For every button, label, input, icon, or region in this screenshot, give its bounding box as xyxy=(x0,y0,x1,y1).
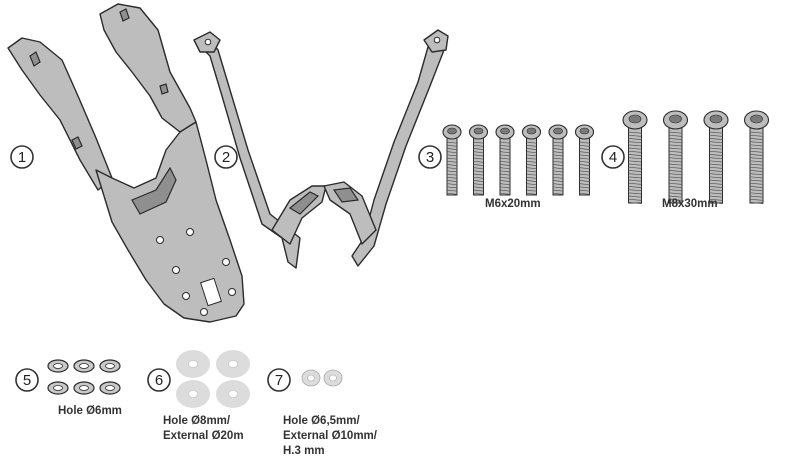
plate-hole xyxy=(228,288,236,296)
part-3-label: M6x20mm xyxy=(485,198,541,210)
part-6-label-line: External Ø20m xyxy=(163,430,244,442)
part-6-label: Hole Ø8mm/ External Ø20m xyxy=(163,414,244,444)
bracket-left-hole xyxy=(204,38,212,46)
plate-hole xyxy=(186,228,194,236)
flat-washer xyxy=(216,380,250,408)
part-5-washers-group xyxy=(47,359,121,395)
plate-left-arm-slot-lower xyxy=(71,136,83,150)
split-washer xyxy=(99,359,121,373)
m6x20-bolt xyxy=(574,124,595,196)
part-number-text: 1 xyxy=(18,149,26,166)
part-number-text: 2 xyxy=(222,149,230,166)
spacer xyxy=(301,369,321,387)
plate-right-arm xyxy=(99,3,197,133)
plate-right-arm-slot xyxy=(119,8,130,22)
plate-hole xyxy=(172,266,180,274)
split-washer xyxy=(47,359,69,373)
plate-hole xyxy=(222,258,230,266)
part-number-text: 7 xyxy=(275,372,283,389)
part-number-badge-3: 3 xyxy=(418,145,442,169)
m6x20-bolt xyxy=(495,124,515,196)
plate-left-arm-slot xyxy=(29,51,41,67)
part-7-label: Hole Ø6,5mm/ External Ø10mm/ H.3 mm xyxy=(283,414,377,459)
bracket-left-wing-face xyxy=(288,191,320,215)
flat-washer xyxy=(176,380,210,408)
plate-hole xyxy=(200,308,208,316)
flat-washer xyxy=(216,350,250,378)
split-washer xyxy=(73,359,95,373)
part-number-badge-4: 4 xyxy=(601,145,625,169)
m8x30-bolt xyxy=(743,110,770,204)
m6x20-bolt xyxy=(442,124,462,196)
part-6-label-line: Hole Ø8mm/ xyxy=(163,415,231,427)
plate-center-cutout xyxy=(131,166,177,215)
part-1-mounting-plate xyxy=(7,3,245,323)
split-washer xyxy=(47,381,69,395)
part-7-spacers-group xyxy=(301,369,343,387)
m6x20-bolt xyxy=(548,124,568,196)
part-number-badge-2: 2 xyxy=(214,145,238,169)
bracket-right-wing xyxy=(323,181,377,245)
part-number-badge-6: 6 xyxy=(147,368,171,392)
part-number-text: 5 xyxy=(23,372,31,389)
part-2-v-bracket xyxy=(193,29,449,269)
part-5-label-line: Hole Ø6mm xyxy=(58,405,122,417)
part-3-bolts-group xyxy=(442,124,595,196)
spacer xyxy=(323,369,343,387)
m8x30-bolt xyxy=(622,110,648,204)
bracket-left-wing xyxy=(271,185,327,245)
bracket-left-tube xyxy=(197,37,301,269)
part-7-label-line: External Ø10mm/ xyxy=(283,430,377,442)
bracket-right-hole xyxy=(433,36,441,44)
m8x30-bolt xyxy=(703,110,729,204)
part-5-label: Hole Ø6mm xyxy=(58,404,122,419)
flat-washer xyxy=(176,350,210,378)
m6x20-bolt xyxy=(521,124,542,196)
part-number-text: 3 xyxy=(426,149,434,166)
part-number-badge-1: 1 xyxy=(10,145,34,169)
bracket-right-wing-face xyxy=(332,187,360,203)
plate-slot xyxy=(200,277,222,307)
part-6-washers-group xyxy=(176,350,250,408)
plate-body xyxy=(95,121,245,323)
part-number-text: 6 xyxy=(155,372,163,389)
plate-right-arm-slot-lower xyxy=(159,83,169,95)
part-number-badge-7: 7 xyxy=(267,368,291,392)
split-washer xyxy=(73,381,95,395)
part-4-label: M8x30mm xyxy=(662,198,718,210)
plate-hole xyxy=(156,236,164,244)
m6x20-bolt xyxy=(468,124,489,196)
part-number-text: 4 xyxy=(609,149,617,166)
split-washer xyxy=(99,381,121,395)
m8x30-bolt xyxy=(662,110,689,204)
part-7-label-line: H.3 mm xyxy=(283,445,325,457)
plate-hole xyxy=(182,292,190,300)
bracket-right-tube xyxy=(351,35,445,267)
part-number-badge-5: 5 xyxy=(15,368,39,392)
part-7-label-line: Hole Ø6,5mm/ xyxy=(283,415,360,427)
part-4-bolts-group xyxy=(622,110,770,204)
